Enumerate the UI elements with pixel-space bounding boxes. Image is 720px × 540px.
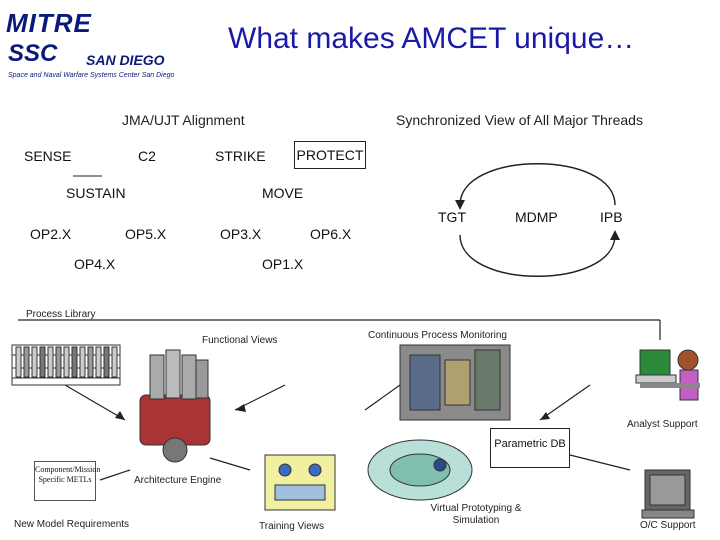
process-library-image xyxy=(11,344,121,386)
node-sense: SENSE xyxy=(24,148,72,164)
new-model-requirements-label: New Model Requirements xyxy=(14,519,130,530)
analyst-image xyxy=(635,349,700,401)
monitoring-image xyxy=(399,344,511,421)
component-metl-note: Component/Mission Specific METLs xyxy=(34,461,100,501)
thread-tgt: TGT xyxy=(438,209,466,225)
node-op4x: OP4.X xyxy=(74,256,116,272)
analyst-support-label: Analyst Support xyxy=(627,419,698,430)
thread-ipb: IPB xyxy=(600,209,623,225)
node-op6x: OP6.X xyxy=(310,226,352,242)
training-views-label: Training Views xyxy=(259,521,325,532)
ssc-logo-subtitle: Space and Naval Warfare Systems Center S… xyxy=(8,72,175,79)
node-strike: STRIKE xyxy=(215,148,266,164)
sync-view-heading: Synchronized View of All Major Threads xyxy=(396,112,643,128)
node-op3x: OP3.X xyxy=(220,226,262,242)
thread-mdmp: MDMP xyxy=(515,209,558,225)
training-image xyxy=(264,454,336,511)
virtual-prototyping-label: Virtual Prototyping & Simulation xyxy=(430,503,522,526)
ssc-logo: SSC xyxy=(8,40,58,67)
mitre-logo: MITRE xyxy=(6,8,92,38)
node-sustain: SUSTAIN xyxy=(66,185,126,201)
parametric-db-box: Parametric DB xyxy=(490,428,570,468)
node-c2: C2 xyxy=(138,148,156,164)
node-move: MOVE xyxy=(262,185,304,201)
node-op1x: OP1.X xyxy=(262,256,304,272)
process-library-label: Process Library xyxy=(26,309,96,320)
oc-support-label: O/C Support xyxy=(640,520,696,531)
page-title: What makes AMCET unique… xyxy=(228,22,635,55)
architecture-engine-label: Architecture Engine xyxy=(134,475,222,486)
engine-image xyxy=(139,349,211,463)
node-protect: PROTECT xyxy=(294,141,366,169)
node-op2x: OP2.X xyxy=(30,226,72,242)
node-op5x: OP5.X xyxy=(125,226,167,242)
san-diego-logo-text: SAN DIEGO xyxy=(86,52,165,68)
continuous-monitoring-label: Continuous Process Monitoring xyxy=(368,330,507,341)
laptop-image xyxy=(641,469,695,519)
jma-ujt-heading: JMA/UJT Alignment xyxy=(122,112,245,128)
prototyping-image xyxy=(367,439,473,501)
functional-views-label: Functional Views xyxy=(202,335,278,346)
